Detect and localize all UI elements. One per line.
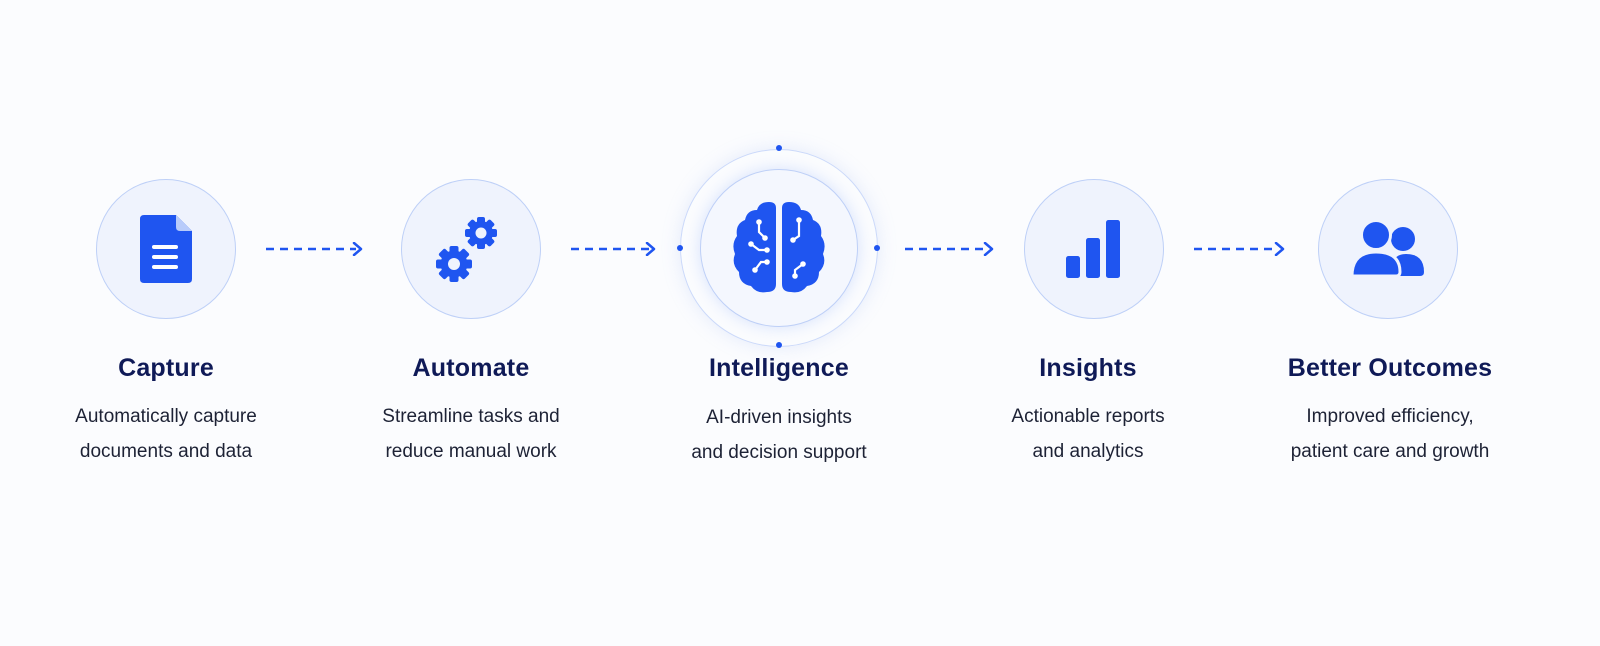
- step-desc-line: Actionable reports: [1011, 406, 1165, 427]
- gears-icon: [436, 217, 497, 282]
- step-desc-line: reduce manual work: [385, 441, 557, 462]
- step-title-capture: Capture: [118, 354, 214, 382]
- step-desc-line: and decision support: [691, 442, 867, 463]
- step-title-insights: Insights: [1039, 354, 1137, 382]
- halo-node-left: [677, 245, 683, 251]
- step-desc-line: AI-driven insights: [706, 407, 852, 428]
- automate-step-circle: [401, 179, 541, 319]
- capture-step-circle: [96, 179, 236, 319]
- step-desc-line: and analytics: [1032, 441, 1144, 462]
- document-icon: [140, 215, 192, 283]
- step-desc-capture: Automatically capture documents and data: [36, 399, 296, 469]
- step-desc-line: patient care and growth: [1290, 441, 1490, 462]
- flow-arrow-3: [905, 242, 994, 256]
- step-desc-better-outcomes: Improved efficiency, patient care and gr…: [1260, 399, 1520, 469]
- insights-step-circle: [1024, 179, 1164, 319]
- step-title-intelligence: Intelligence: [709, 354, 849, 382]
- users-icon: [1350, 220, 1424, 278]
- step-desc-intelligence: AI-driven insights and decision support: [649, 400, 909, 470]
- step-desc-insights: Actionable reports and analytics: [958, 399, 1218, 469]
- step-desc-line: Streamline tasks and: [382, 406, 560, 427]
- step-desc-line: Improved efficiency,: [1306, 406, 1474, 427]
- halo-node-bottom: [776, 342, 782, 348]
- halo-node-right: [874, 245, 880, 251]
- flow-arrow-2: [571, 242, 656, 256]
- step-title-better-outcomes: Better Outcomes: [1287, 354, 1493, 382]
- outcomes-step-circle: [1318, 179, 1458, 319]
- flow-arrow-4: [1194, 242, 1285, 256]
- bar-chart-icon: [1066, 220, 1120, 278]
- brain-icon: [733, 202, 825, 293]
- flow-arrow-1: [266, 242, 363, 256]
- halo-node-top: [776, 145, 782, 151]
- step-title-automate: Automate: [412, 354, 530, 382]
- step-desc-line: documents and data: [79, 441, 253, 462]
- step-desc-line: Automatically capture: [75, 406, 257, 427]
- intelligence-step-circle: [700, 169, 858, 327]
- step-desc-automate: Streamline tasks and reduce manual work: [341, 399, 601, 469]
